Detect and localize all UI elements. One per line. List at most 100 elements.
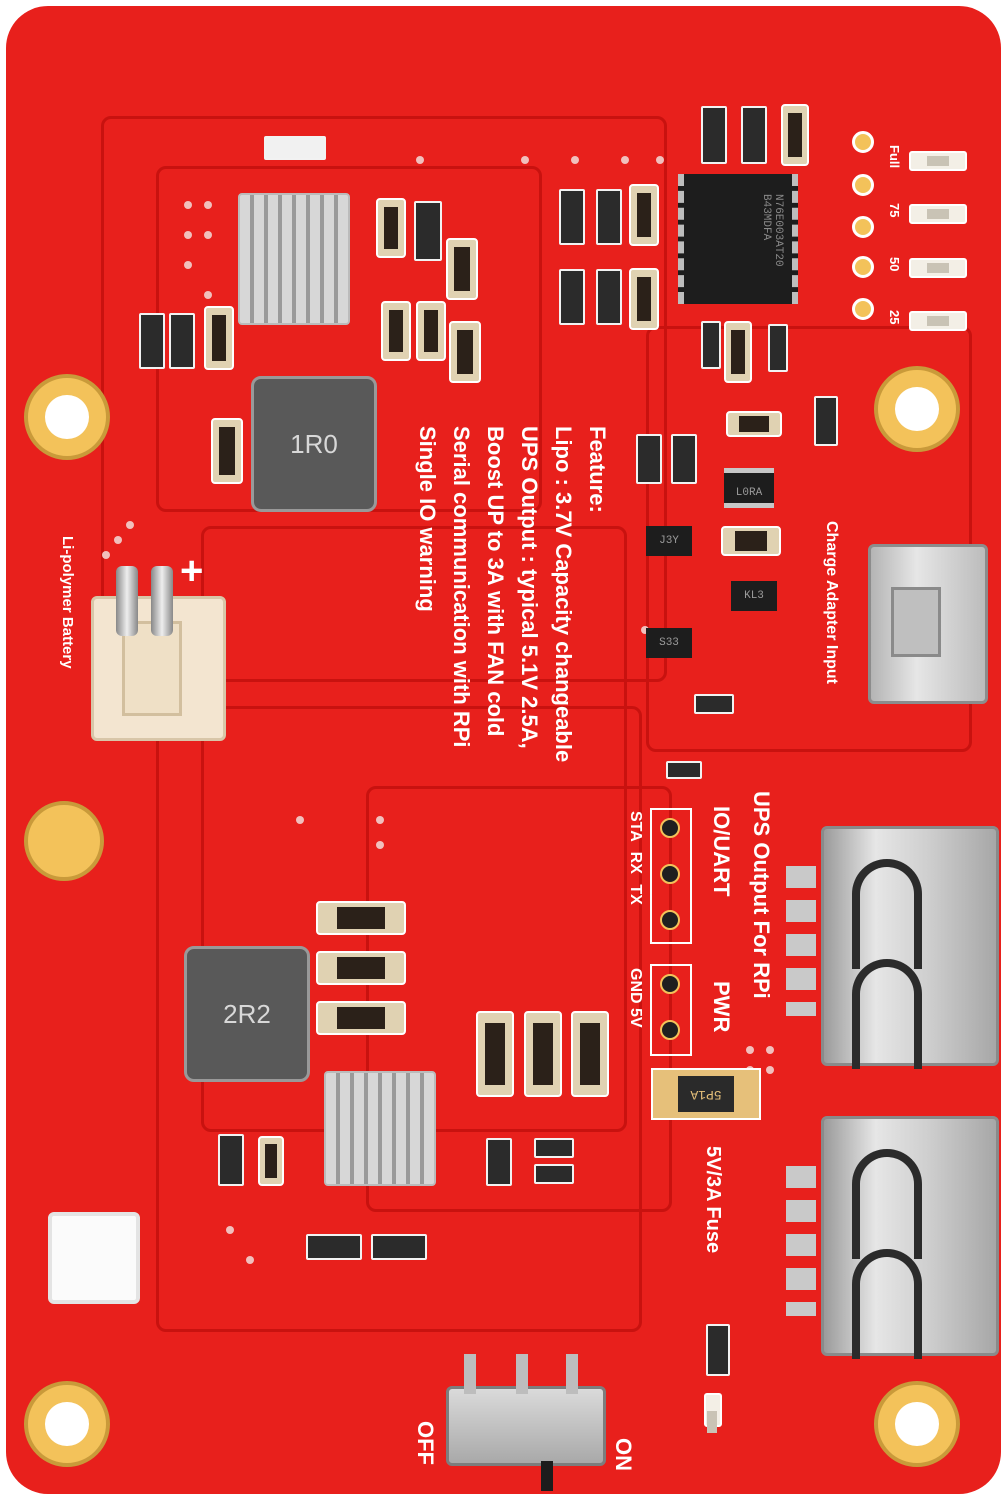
mounting-hole [874,1381,960,1467]
smd-capacitor [724,321,752,383]
smd-capacitor [381,301,411,361]
via [656,156,664,164]
copper-trace [156,706,642,1332]
feature-line-5: Single IO warning [415,426,440,612]
smd-resistor [486,1138,512,1186]
smd-resistor [559,189,585,245]
via [746,1046,754,1054]
smd-resistor [671,434,697,484]
smd-capacitor [476,1011,514,1097]
led-via [852,216,874,238]
heatsink [238,193,350,325]
usb-a-output-port-2[interactable] [821,1116,999,1359]
usb-a-output-port-1[interactable] [821,826,999,1069]
led-25 [909,311,967,331]
via [114,536,122,544]
micro-usb-opening [891,587,941,657]
via [621,156,629,164]
smd-resistor [636,434,662,484]
led-via [852,298,874,320]
on-label: ON [611,1438,636,1471]
via [376,841,384,849]
via [766,1046,774,1054]
copper-trace [366,786,672,1212]
via [126,521,134,529]
gnd-pin[interactable] [660,974,680,994]
usb-contact [852,859,922,969]
chip-s33: S33 [646,628,692,658]
smd-resistor [596,189,622,245]
off-label: OFF [413,1421,438,1465]
via [521,156,529,164]
smd-resistor [414,201,442,261]
smd-resistor [534,1164,574,1184]
led-label-full: Full [887,145,902,169]
tx-pin[interactable] [660,910,680,930]
usb-pins [786,1166,816,1316]
5v-pin[interactable] [660,1020,680,1040]
smd-resistor [701,106,727,164]
microcontroller-ic: N76E003AT20 B43MDFA [678,174,798,304]
battery-plus-sign: + [180,549,204,593]
via [184,231,192,239]
via [102,551,110,559]
led-label-25: 25 [887,310,902,325]
feature-line-3: Boost UP to 3A with FAN cold [483,426,508,737]
via [204,201,212,209]
fuse-label: 5V/3A Fuse [702,1146,724,1254]
power-switch[interactable] [446,1386,606,1466]
via [376,816,384,824]
via [184,201,192,209]
smd-capacitor [721,526,781,556]
usb-contact [852,1249,922,1359]
via [246,1256,254,1264]
via [204,291,212,299]
smd-capacitor [316,901,406,935]
fuse: 5P1A [651,1068,761,1120]
smd-capacitor [446,238,478,300]
feature-line-1: Lipo : 3.7V Capacity changeable [551,426,576,763]
power-led [704,1393,722,1427]
mounting-hole [874,366,960,452]
rx-pin[interactable] [660,864,680,884]
mounting-hole [24,1381,110,1467]
smd-capacitor [316,1001,406,1035]
io-pins-label: STA RX TX [627,811,644,905]
fuse-marking: 5P1A [678,1076,734,1112]
via [571,156,579,164]
feature-title: Feature: [585,426,610,513]
smd-resistor [306,1234,362,1260]
led-label-50: 50 [887,257,902,272]
smd-resistor [559,269,585,325]
pwr-label: PWR [709,981,734,1033]
pwr-pins-label: GND 5V [627,968,644,1028]
io-uart-label: IO/UART [709,806,734,897]
switch-pin [464,1354,476,1394]
ups-pcb-board: 1R0 N76E003AT20 B43MDFA Full 75 50 25 L0… [6,6,1001,1494]
switch-lever[interactable] [541,1461,553,1491]
led-75 [909,204,967,224]
feature-line-4: Serial communication with RPi [449,426,474,748]
smd-resistor [694,694,734,714]
via [184,261,192,269]
smd-resistor [706,1324,730,1376]
charge-input-label: Charge Adapter Input [823,521,840,684]
smd-capacitor [211,418,243,484]
micro-usb-charge-port[interactable] [868,544,988,704]
via [204,231,212,239]
smd-capacitor [449,321,481,383]
usb-contact [852,1149,922,1259]
sta-pin[interactable] [660,818,680,838]
smd-capacitor [204,306,234,370]
chip-kl3: KL3 [731,581,777,611]
connector-pin [116,566,138,636]
smd-resistor [814,396,838,446]
feature-line-2: UPS Output : typical 5.1V 2.5A, [517,426,542,749]
smd-resistor [371,1234,427,1260]
smd-capacitor [629,184,659,246]
chip-l0ra: L0RA [724,468,774,508]
led-via [852,174,874,196]
switch-pin [566,1354,578,1394]
smd-capacitor [781,104,809,166]
smd-resistor [666,761,702,779]
